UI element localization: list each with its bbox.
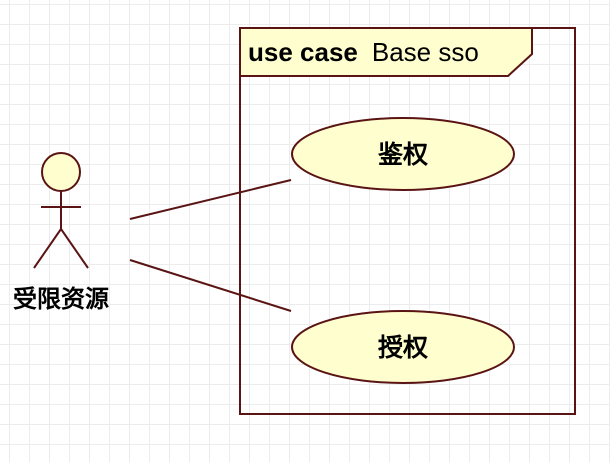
- association-line-authentication: [129, 179, 292, 220]
- usecase-authentication[interactable]: 鉴权: [291, 117, 515, 191]
- usecase-authorization[interactable]: 授权: [291, 310, 515, 384]
- usecase-frame: use case Base sso: [239, 27, 576, 415]
- frame-keyword: use case: [248, 37, 358, 67]
- actor-left-leg: [33, 228, 62, 269]
- association-line-authorization: [129, 259, 292, 312]
- usecase-label: 授权: [378, 333, 428, 362]
- actor-label: 受限资源: [13, 285, 109, 313]
- usecase-label: 鉴权: [377, 140, 428, 169]
- usecase-ellipse: [291, 310, 515, 384]
- actor: 受限资源: [13, 152, 109, 313]
- actor-head: [41, 152, 81, 192]
- frame-title: use case Base sso: [248, 37, 479, 67]
- actor-right-leg: [60, 228, 89, 269]
- frame-name: Base sso: [372, 37, 479, 67]
- usecase-ellipse: [291, 117, 515, 191]
- frame-title-tab: [239, 27, 533, 77]
